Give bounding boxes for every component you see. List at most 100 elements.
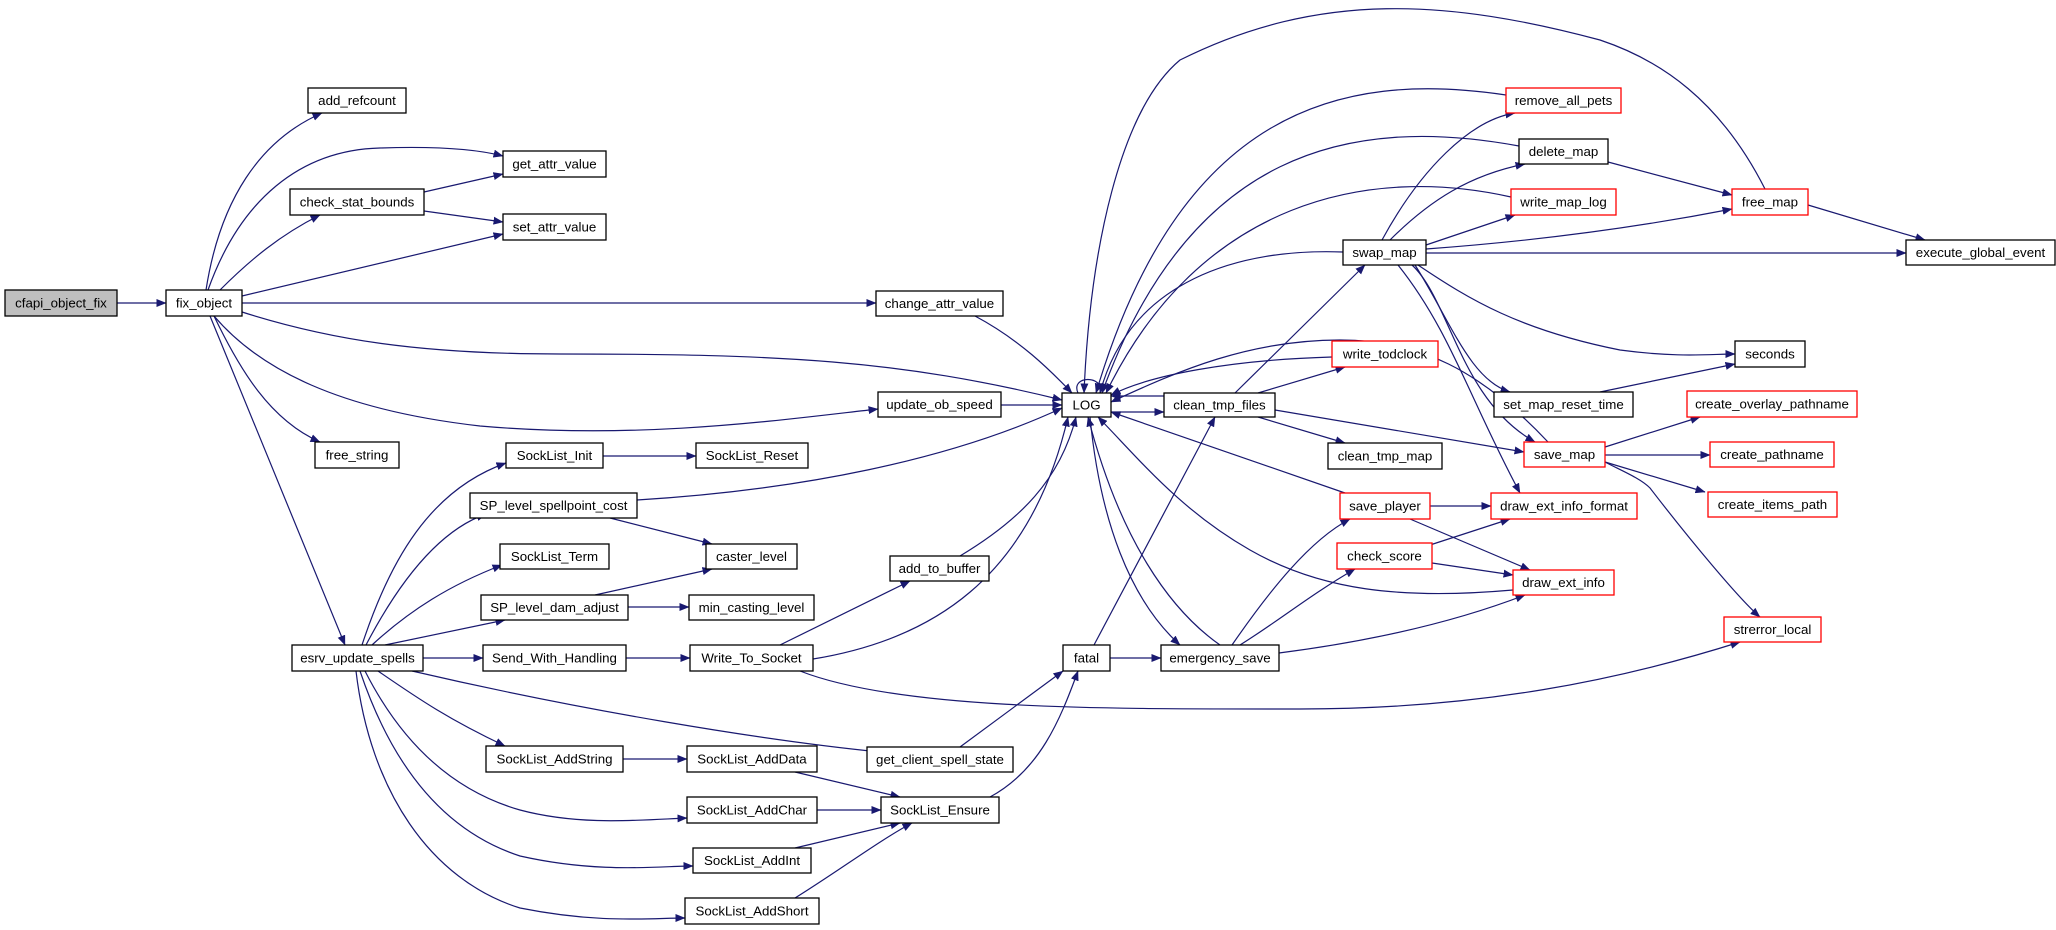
node-label: caster_level: [716, 549, 787, 564]
node-box: [289, 188, 425, 216]
edge-save_map-to-LOG: [1110, 339, 1549, 443]
node-SockList_AddChar[interactable]: SockList_AddChar: [686, 796, 818, 824]
edge-free_map-to-execute_global_event: [1807, 204, 1926, 242]
edge-SP_level_spellpoint_cost-to-LOG: [636, 407, 1063, 501]
node-add_refcount[interactable]: add_refcount: [307, 87, 407, 114]
edge-delete_map-to-free_map: [1607, 161, 1733, 197]
node-check_stat_bounds[interactable]: check_stat_bounds: [289, 188, 425, 216]
node-save_map[interactable]: save_map: [1523, 441, 1606, 468]
edges-layer: [117, 8, 1926, 923]
node-box: [705, 543, 798, 570]
node-remove_all_pets[interactable]: remove_all_pets: [1505, 87, 1622, 114]
node-box: [1163, 392, 1276, 418]
node-create_pathname[interactable]: create_pathname: [1709, 441, 1835, 468]
edge-esrv_update_spells-to-SP_level_spellpoint_cost: [365, 513, 487, 646]
node-SockList_AddData[interactable]: SockList_AddData: [686, 745, 818, 773]
edge-fix_object-to-free_string: [213, 315, 321, 443]
node-Send_With_Handling[interactable]: Send_With_Handling: [482, 644, 627, 672]
edge-SockList_Ensure-to-fatal: [989, 670, 1079, 798]
node-clean_tmp_map[interactable]: clean_tmp_map: [1327, 442, 1443, 470]
node-box: [689, 644, 814, 672]
node-swap_map[interactable]: swap_map: [1342, 239, 1427, 266]
node-fatal[interactable]: fatal: [1062, 644, 1111, 672]
node-box: [1331, 340, 1439, 368]
node-create_overlay_pathname[interactable]: create_overlay_pathname: [1686, 390, 1858, 418]
node-label: min_casting_level: [699, 600, 805, 615]
node-write_todclock[interactable]: write_todclock: [1331, 340, 1439, 368]
node-fix_object[interactable]: fix_object: [165, 289, 243, 317]
edge-save_map-to-strerror_local: [1604, 461, 1761, 618]
node-emergency_save[interactable]: emergency_save: [1160, 644, 1280, 672]
node-write_map_log[interactable]: write_map_log: [1510, 188, 1617, 216]
node-SockList_Term[interactable]: SockList_Term: [499, 543, 610, 570]
edge-SockList_AddData-to-SockList_Ensure: [794, 771, 901, 799]
node-add_to_buffer[interactable]: add_to_buffer: [889, 555, 990, 582]
node-SockList_AddInt[interactable]: SockList_AddInt: [692, 847, 812, 874]
node-check_score[interactable]: check_score: [1336, 542, 1433, 570]
node-label: SockList_AddInt: [704, 853, 800, 868]
edge-Write_To_Socket-to-strerror_local: [799, 641, 1741, 710]
node-create_items_path[interactable]: create_items_path: [1707, 491, 1838, 518]
node-get_attr_value[interactable]: get_attr_value: [502, 150, 607, 178]
edge-free_map-to-LOG: [1080, 8, 1766, 394]
node-box: [1707, 491, 1838, 518]
node-box: [684, 897, 820, 925]
node-label: fix_object: [176, 296, 232, 311]
node-box: [1905, 239, 2056, 266]
node-cfapi_object_fix: cfapi_object_fix: [4, 289, 118, 317]
node-draw_ext_info_format[interactable]: draw_ext_info_format: [1490, 492, 1638, 520]
node-box: [1339, 492, 1431, 520]
node-box: [502, 213, 607, 241]
edge-fix_object-to-update_ob_speed: [213, 315, 879, 432]
node-SockList_AddShort[interactable]: SockList_AddShort: [684, 897, 820, 925]
node-label: write_todclock: [1342, 347, 1428, 362]
node-label: Send_With_Handling: [492, 651, 617, 666]
node-box: [1512, 569, 1615, 596]
node-LOG[interactable]: LOG: [1061, 392, 1112, 418]
node-free_map[interactable]: free_map: [1731, 188, 1809, 216]
node-label: LOG: [1072, 398, 1100, 413]
node-SockList_Init[interactable]: SockList_Init: [505, 442, 604, 469]
node-label: swap_map: [1352, 245, 1416, 260]
node-label: save_player: [1349, 499, 1421, 514]
edge-fix_object-to-esrv_update_spells: [209, 315, 346, 646]
node-draw_ext_info[interactable]: draw_ext_info: [1512, 569, 1615, 596]
edge-esrv_update_spells-to-SockList_AddShort: [355, 670, 686, 923]
edge-check_stat_bounds-to-set_attr_value: [423, 210, 504, 225]
node-execute_global_event[interactable]: execute_global_event: [1905, 239, 2056, 266]
node-change_attr_value[interactable]: change_attr_value: [875, 290, 1004, 317]
node-min_casting_level[interactable]: min_casting_level: [688, 594, 815, 621]
node-SP_level_spellpoint_cost[interactable]: SP_level_spellpoint_cost: [469, 492, 638, 519]
node-SockList_AddString[interactable]: SockList_AddString: [485, 745, 624, 773]
node-Write_To_Socket[interactable]: Write_To_Socket: [689, 644, 814, 672]
node-clean_tmp_files[interactable]: clean_tmp_files: [1163, 392, 1276, 418]
node-free_string[interactable]: free_string: [314, 441, 400, 469]
node-SP_level_dam_adjust[interactable]: SP_level_dam_adjust: [480, 594, 629, 621]
node-box: [1490, 492, 1638, 520]
node-SockList_Ensure[interactable]: SockList_Ensure: [880, 796, 1000, 824]
edge-save_player-to-LOG: [1110, 411, 1346, 494]
edge-esrv_update_spells-to-SockList_Term: [371, 564, 503, 646]
node-delete_map[interactable]: delete_map: [1518, 138, 1609, 165]
node-save_player[interactable]: save_player: [1339, 492, 1431, 520]
node-label: draw_ext_info: [1522, 575, 1605, 590]
node-set_map_reset_time[interactable]: set_map_reset_time: [1493, 391, 1634, 418]
node-update_ob_speed[interactable]: update_ob_speed: [877, 391, 1002, 418]
node-SockList_Reset[interactable]: SockList_Reset: [695, 442, 809, 469]
node-esrv_update_spells[interactable]: esrv_update_spells: [291, 644, 424, 672]
node-label: SP_level_spellpoint_cost: [480, 498, 628, 513]
node-label: update_ob_speed: [886, 397, 992, 412]
node-box: [4, 289, 118, 317]
node-strerror_local[interactable]: strerror_local: [1723, 616, 1822, 643]
node-box: [314, 441, 400, 469]
node-label: strerror_local: [1734, 622, 1812, 637]
node-box: [485, 745, 624, 773]
edge-swap_map-to-remove_all_pets: [1381, 110, 1516, 241]
edge-esrv_update_spells-to-SockList_AddInt: [359, 670, 694, 871]
node-get_client_spell_state[interactable]: get_client_spell_state: [866, 746, 1014, 773]
node-caster_level[interactable]: caster_level: [705, 543, 798, 570]
node-set_attr_value[interactable]: set_attr_value: [502, 213, 607, 241]
node-label: SockList_AddString: [496, 752, 612, 767]
node-seconds[interactable]: seconds: [1734, 340, 1806, 368]
